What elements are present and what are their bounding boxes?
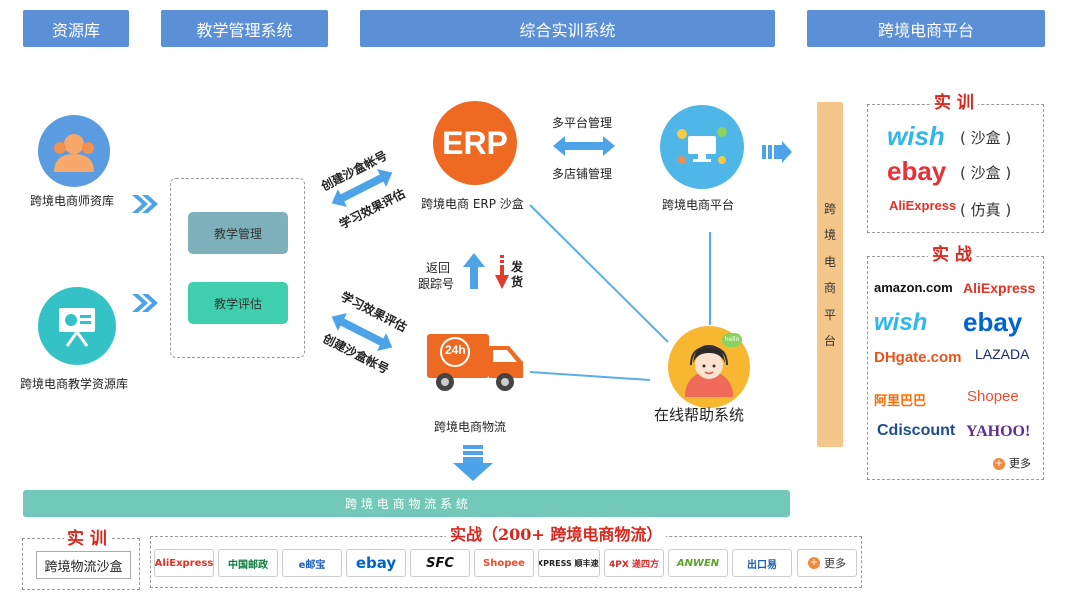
vertical-char: 电	[823, 255, 836, 269]
ebay-logo: ebay	[887, 156, 947, 186]
teaching-res-icon	[38, 287, 116, 365]
teacher-lib-label: 跨境电商师资库	[30, 194, 115, 208]
logistics-system-bar: 跨 境 电 商 物 流 系 统	[23, 490, 790, 517]
multi-platform-label: 多平台管理	[552, 116, 613, 130]
amazon-logo: amazon.com	[874, 280, 953, 295]
platform-sandbox-icon[interactable]	[660, 105, 744, 189]
aliexpress-logo: AliExpress	[963, 280, 1036, 296]
teaching-eval-button[interactable]: 教学评估	[188, 282, 288, 324]
truck-badge: 24h	[445, 343, 466, 357]
lazada-logo: LAZADA	[975, 346, 1030, 362]
training-title: 实 训	[930, 88, 978, 113]
shopee-logo: Shopee	[967, 388, 1019, 405]
carrier-logo: 出口易	[732, 549, 792, 577]
more-label: 更多	[824, 557, 846, 570]
vertical-char: 商	[823, 281, 836, 295]
platform-screen-text: 平台沙盒	[688, 129, 713, 136]
wish-logo: wish	[874, 309, 928, 336]
carrier-logo: 4PX 递四方	[604, 549, 664, 577]
down-arrow-icon	[495, 255, 509, 289]
arrow-right-icon	[132, 195, 158, 213]
carrier-logo: 中国邮政	[218, 549, 278, 577]
platform-label: 跨境电商平台	[662, 198, 735, 212]
aliexpress-logo: AliExpress	[889, 198, 957, 213]
carrier-logo: Shopee	[474, 549, 534, 577]
teaching-box	[170, 178, 305, 358]
carrier-logo: e邮宝	[282, 549, 342, 577]
vertical-char: 平	[823, 308, 836, 322]
carrier-logo: ebay	[346, 549, 406, 577]
ebay-logo: ebay	[963, 307, 1023, 337]
header-ecommerce-platform: 跨境电商平台	[807, 10, 1045, 47]
return-label: 返回	[426, 261, 451, 275]
arrow-right-icon	[132, 294, 158, 312]
wish-tag: ( 沙盒 )	[960, 129, 1012, 147]
up-arrow-icon	[463, 253, 485, 289]
aliexpress-tag: ( 仿真 )	[960, 201, 1012, 219]
erp-label: 跨境电商 ERP 沙盒	[421, 197, 524, 211]
down-arrow-icon	[453, 445, 493, 481]
real-practice-title: 实 战	[928, 240, 976, 265]
logistics-training-title: 实 训	[64, 524, 110, 549]
teaching-res-label: 跨境电商教学资源库	[20, 377, 129, 391]
help-label: 在线帮助系统	[654, 406, 745, 424]
logistics-sandbox-button[interactable]: 跨境物流沙盒	[36, 551, 131, 579]
teacher-lib-icon	[38, 115, 110, 187]
platform-vertical-bar	[817, 102, 843, 447]
vertical-char: 台	[823, 334, 836, 348]
wish-logo: wish	[887, 121, 945, 151]
more-link[interactable]: + 更多	[797, 549, 857, 577]
arrow-right-icon	[762, 141, 792, 163]
carrier-logo: EXPRESS 顺丰速运	[538, 549, 600, 577]
header-teaching-mgmt: 教学管理系统	[161, 10, 328, 47]
logistics-real-title: 实战（200+ 跨境电商物流）	[446, 521, 667, 545]
more-label: 更多	[1009, 457, 1031, 470]
more-link[interactable]: + 更多	[993, 455, 1031, 471]
teaching-mgmt-button[interactable]: 教学管理	[188, 212, 288, 254]
cdiscount-logo: Cdiscount	[877, 422, 956, 439]
header-resource-lib: 资源库	[23, 10, 129, 47]
double-arrow-icon	[553, 136, 615, 156]
ship-label-1: 发	[511, 260, 524, 274]
ship-label-2: 货	[511, 275, 524, 289]
erp-logo-icon[interactable]: ERP	[433, 101, 517, 185]
vertical-char: 跨	[823, 202, 836, 216]
double-arrow-icon	[331, 169, 393, 207]
ebay-tag: ( 沙盒 )	[960, 164, 1012, 182]
yahoo-logo: YAHOO!	[966, 423, 1031, 440]
plus-icon: +	[993, 458, 1005, 470]
carrier-logo: SFC	[410, 549, 470, 577]
carrier-logo: AliExpress	[154, 549, 214, 577]
carrier-logo: ANWEN	[668, 549, 728, 577]
double-arrow-icon	[331, 313, 393, 351]
truck-icon[interactable]	[425, 328, 527, 398]
vertical-char: 境	[823, 228, 836, 242]
tracking-label: 跟踪号	[418, 277, 455, 291]
multi-store-label: 多店铺管理	[552, 167, 613, 181]
logistics-label: 跨境电商物流	[434, 420, 507, 434]
help-bubble: hello	[722, 333, 742, 347]
alibaba-logo: 阿里巴巴	[874, 393, 927, 408]
dhgate-logo: DHgate.com	[874, 349, 962, 366]
plus-icon: +	[808, 557, 820, 569]
header-training-system: 综合实训系统	[360, 10, 775, 47]
